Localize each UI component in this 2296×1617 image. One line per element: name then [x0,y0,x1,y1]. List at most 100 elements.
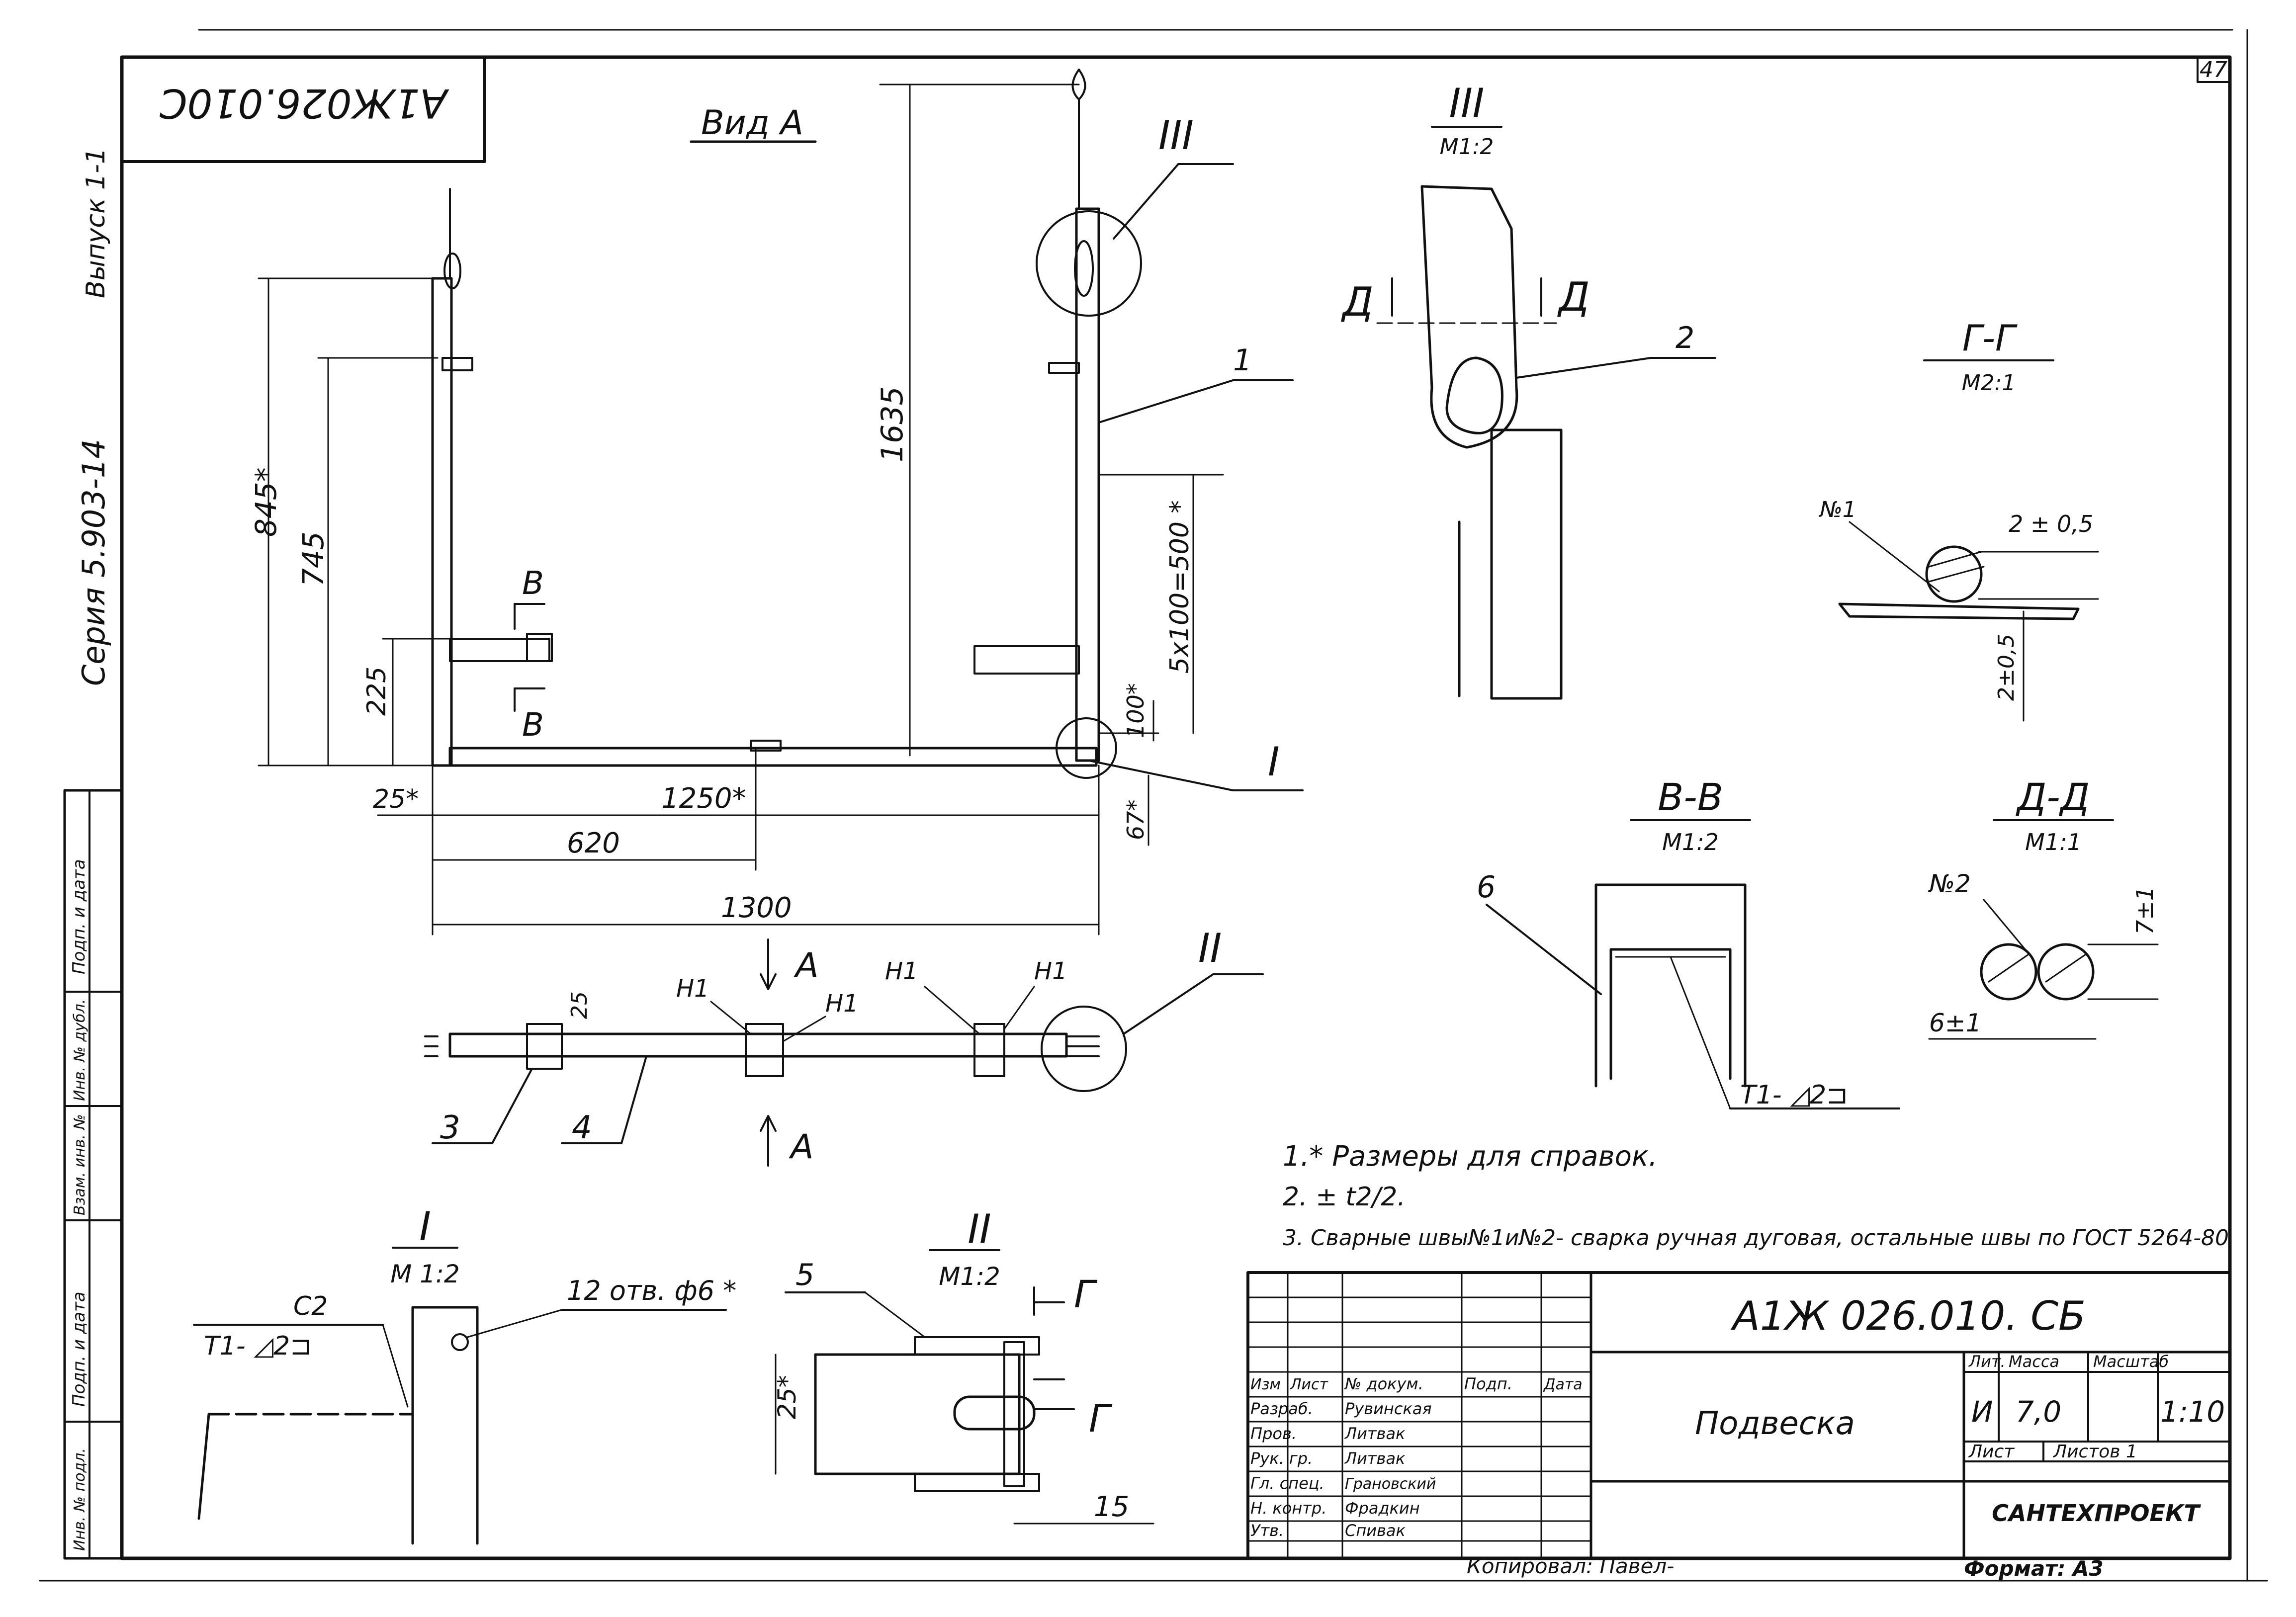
arrow-a-bottom: А [789,1127,814,1167]
title-block: Изм Лист № докум. Подп. Дата Разраб. Рув… [1246,1271,2231,1581]
cut-d-left: Д [1341,279,1374,325]
org-name: САНТЕХПРОЕКТ [1992,1500,2201,1527]
series-label: Серия 5.903-14 [76,439,112,686]
section-vv: В-В М1:2 6 Т1- ◿2⊐ [1477,775,1900,1110]
note-3: 3. Сварные швы№1и№2- сварка ручная дугов… [1283,1225,2229,1251]
strip-label-2: Инв. № дубл. [71,999,88,1101]
mirrored-code-box: А1Ж026.010С [120,56,486,163]
strip-label-1: Подп. и дата [69,859,89,974]
role-5: Утв. [1250,1521,1284,1540]
item-3: 3 [440,1109,460,1146]
detail-II-circle [1041,1006,1127,1092]
side-text: Серия 5.903-14 Выпуск 1-1 [76,148,112,686]
section-vv-item6: 6 [1477,870,1496,905]
person-4: Фрадкин [1345,1499,1420,1518]
mass-value: 7,0 [2016,1395,2061,1429]
view-a: Вид А III 1 I [249,69,1304,936]
label-h1-c: Н1 [885,957,918,985]
dim-100: 100* [1122,683,1149,738]
dd-dim-a: 7±1 [2131,886,2158,935]
hdr-izm: Изм [1250,1376,1281,1393]
issue-label: Выпуск 1-1 [81,148,111,298]
person-1: Литвак [1344,1424,1406,1443]
dim-745: 745 [296,531,330,587]
arrow-a-top: А [794,946,819,985]
left-stamp-strip: Подп. и дата Инв. № дубл. Взам. инв. № П… [63,789,123,1560]
section-dd-scale: М1:1 [2025,829,2082,855]
mirrored-code: А1Ж026.010С [160,80,450,126]
dim-845: 845* [249,467,283,537]
mass-label: Масса [2009,1352,2059,1371]
role-0: Разраб. [1250,1399,1313,1418]
cut-g-mid: Г [1089,1396,1113,1441]
section-b-bottom: В [522,707,544,744]
role-4: Н. контр. [1250,1499,1326,1518]
callout-III: III [1158,112,1194,159]
cut-g-top: Г [1074,1272,1098,1316]
detail-III-item2: 2 [1676,321,1694,355]
detail-III-scale: М1:2 [1440,134,1494,160]
section-dd-title: Д-Д [2016,775,2090,819]
detail-I-c2: С2 [293,1291,328,1321]
part-name: Подвеска [1695,1405,1855,1442]
callout-II: II [1198,925,1222,971]
sheet-label: Лист [1968,1442,2015,1462]
detail-III-title: III [1449,80,1485,126]
role-1: Пров. [1250,1424,1297,1443]
lit-value: И [1971,1395,1993,1429]
weld-no1: №1 [1818,497,1856,522]
dd-dim-b: 6±1 [1929,1009,1982,1037]
section-gg-title: Г-Г [1962,317,2018,359]
hdr-sign: Подп. [1464,1374,1512,1393]
dim-1635: 1635 [875,386,910,462]
section-b-top: В [522,565,544,602]
role-3: Гл. спец. [1250,1474,1325,1493]
dim-620: 620 [567,827,620,859]
dim-25: 25* [373,784,419,814]
detail-I-weld: Т1- ◿2⊐ [204,1331,312,1361]
bottom-bar [448,747,1098,767]
view-a-title: Вид А [701,103,803,143]
page-number: 47 [2200,57,2227,83]
dim-67: 67* [1122,799,1149,840]
copied-by: Копировал: Павел- [1467,1554,1674,1578]
person-3: Грановский [1345,1475,1436,1493]
gg-dim-b: 2±0,5 [1994,634,2019,701]
strip-label-5: Инв. № подл. [71,1448,88,1551]
strip-label-4: Подп. и дата [69,1291,89,1407]
detail-II-title: II [968,1206,991,1252]
dim-225: 225 [362,667,392,716]
detail-I-circle [1056,717,1117,779]
designation: А1Ж 026.010. СБ [1730,1293,2086,1339]
detail-II-dim25: 25* [773,1375,801,1419]
hdr-doc: № докум. [1344,1374,1423,1393]
dim-1250: 1250* [661,782,746,815]
person-5: Спивак [1345,1521,1406,1540]
format-label: Формат: А3 [1964,1556,2104,1581]
plan-view: II А А Н1 Н1 Н1 Н1 25 3 4 [424,925,1264,1167]
label-h1-b: Н1 [825,990,859,1018]
detail-I-holes: 12 отв. ф6 * [567,1275,736,1306]
section-vv-title: В-В [1658,775,1723,819]
person-2: Литвак [1344,1449,1406,1468]
dim-1300: 1300 [721,892,792,924]
detail-II-dim15: 15 [1094,1491,1129,1523]
cut-d-right: Д [1557,274,1590,320]
dim-25b: 25 [567,991,592,1019]
detail-II: II М1:2 5 Г Г 25* 15 [773,1206,1154,1525]
notes: 1.* Размеры для справок. 2. ± t2/2. 3. С… [1283,1140,2229,1251]
lit-label: Лит. [1968,1352,2006,1371]
detail-III: III М1:2 Д Д 2 [1341,80,1716,700]
scale-value: 1:10 [2160,1395,2225,1429]
callout-1: 1 [1233,343,1252,378]
left-rod [431,277,453,767]
note-1: 1.* Размеры для справок. [1283,1140,1658,1173]
sheets-label: Листов 1 [2052,1442,2137,1462]
weld-no2: №2 [1928,869,1971,898]
label-h1-a: Н1 [676,975,709,1003]
dim-5x100: 5х100=500 * [1165,501,1195,674]
detail-I: I М 1:2 С2 Т1- ◿2⊐ 12 отв. ф6 * [193,1203,736,1545]
section-dd: Д-Д М1:1 №2 7±1 6±1 [1928,775,2159,1040]
section-gg-scale: М2:1 [1962,370,2016,396]
